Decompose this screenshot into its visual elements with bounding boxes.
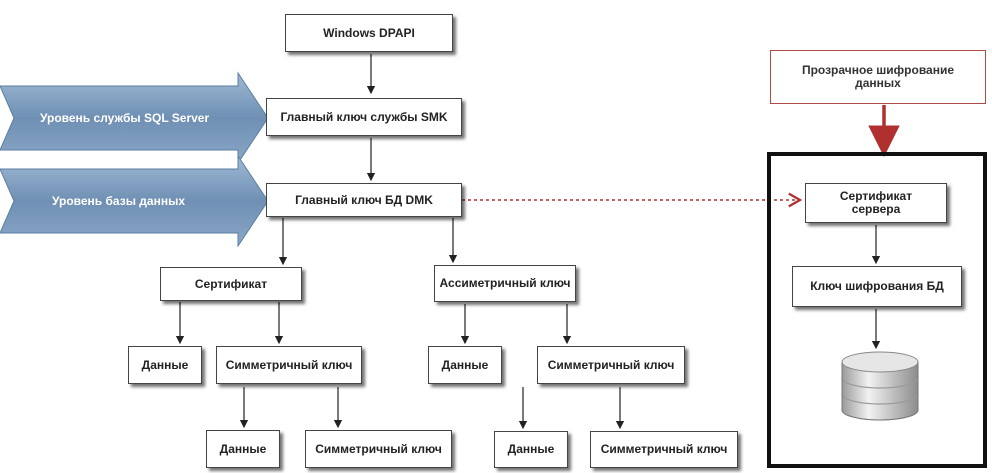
dmk-node: Главный ключ БД DMK	[266, 183, 462, 217]
database-level-label: Уровень базы данных	[52, 194, 186, 208]
data-node-2: Данные	[206, 430, 280, 468]
server-certificate-node: Сертификат сервера	[805, 183, 947, 223]
database-level-arrow	[0, 154, 269, 248]
symmetric-key-node-2: Симметричный ключ	[305, 430, 452, 468]
database-encryption-key-node: Ключ шифрования БД	[792, 266, 962, 307]
certificate-node: Сертификат	[160, 267, 302, 301]
windows-dpapi-node: Windows DPAPI	[285, 14, 453, 52]
symmetric-key-node-4: Симметричный ключ	[590, 431, 738, 468]
service-level-label: Уровень службы SQL Server	[40, 111, 210, 125]
smk-node: Главный ключ службы SMK	[266, 98, 462, 136]
tde-node: Прозрачное шифрование данных	[770, 50, 986, 104]
data-node-4: Данные	[494, 431, 568, 468]
data-node-3: Данные	[428, 346, 502, 384]
asymmetric-key-node: Ассиметричный ключ	[434, 265, 576, 302]
data-node-1: Данные	[128, 346, 202, 384]
tde-frame	[767, 152, 987, 468]
symmetric-key-node-1: Симметричный ключ	[216, 346, 362, 384]
symmetric-key-node-3: Симметричный ключ	[537, 346, 685, 384]
database-icon	[841, 351, 919, 421]
